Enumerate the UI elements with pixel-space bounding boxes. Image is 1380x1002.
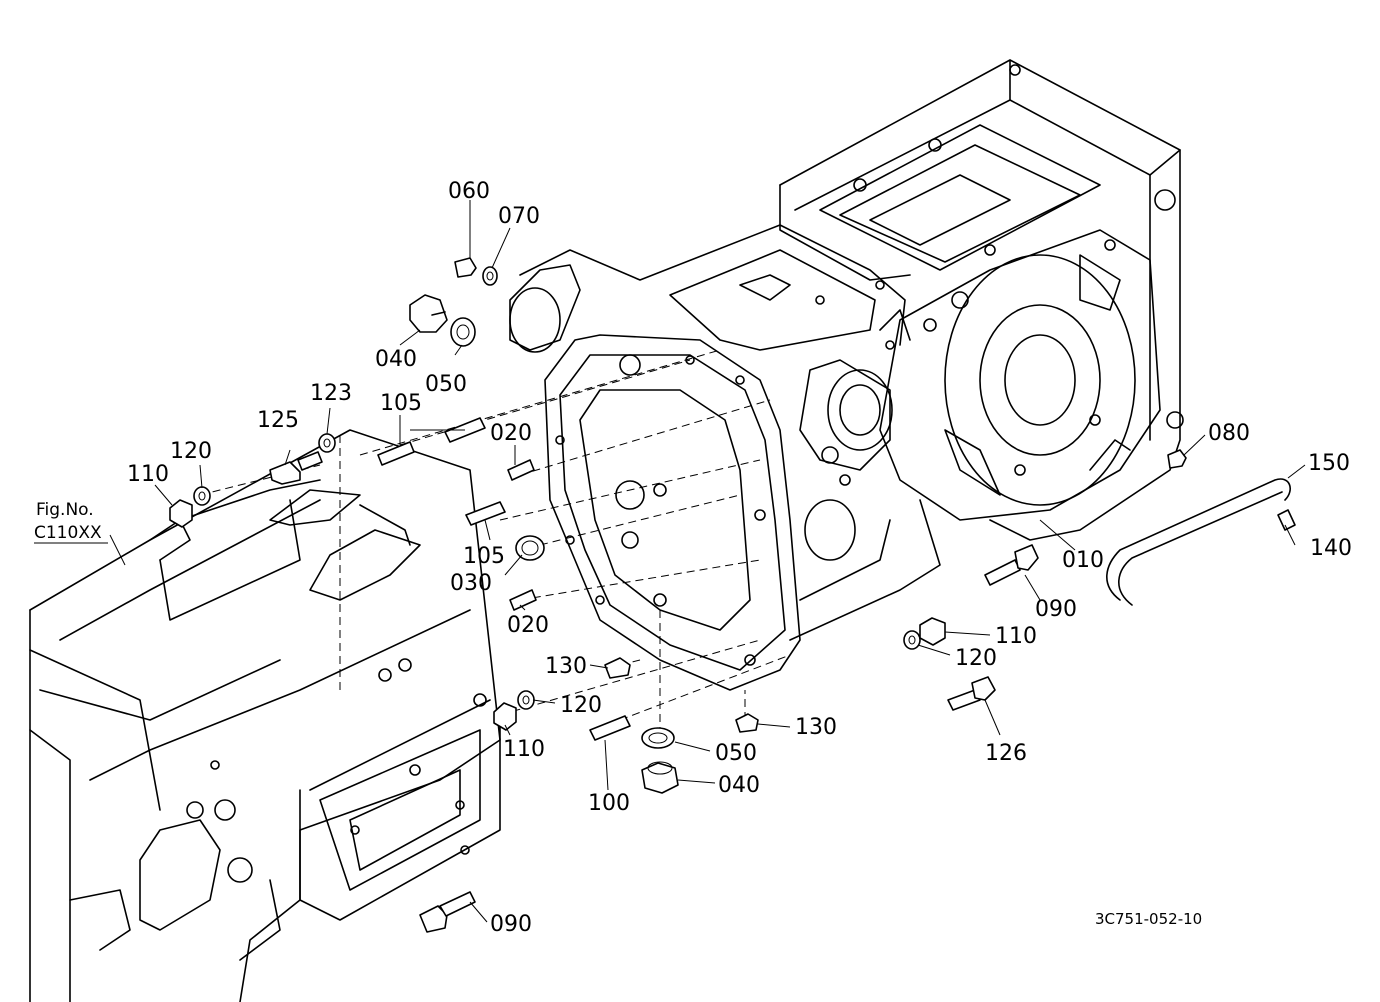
callout-050-top: 050 <box>425 372 467 397</box>
callout-020-bottom: 020 <box>507 613 549 638</box>
callout-140: 140 <box>1310 536 1352 561</box>
callout-125: 125 <box>257 408 299 433</box>
callout-110-right: 110 <box>995 624 1037 649</box>
transmission-case-010 <box>509 59 1184 691</box>
leader-lines <box>109 200 1306 923</box>
callout-120-right: 120 <box>955 646 997 671</box>
callout-090-right: 090 <box>1035 597 1077 622</box>
callout-130-left: 130 <box>545 654 587 679</box>
callout-040-top: 040 <box>375 347 417 372</box>
callout-050-bottom: 050 <box>715 741 757 766</box>
callout-100: 100 <box>588 791 630 816</box>
callout-060: 060 <box>448 179 490 204</box>
callout-010: 010 <box>1062 548 1104 573</box>
callout-070: 070 <box>498 204 540 229</box>
callout-105-mid: 105 <box>463 544 505 569</box>
callout-110-left: 110 <box>127 462 169 487</box>
figure-reference: Fig.No. C110XX <box>34 500 108 544</box>
callout-040-bottom: 040 <box>718 773 760 798</box>
callout-020-top: 020 <box>490 421 532 446</box>
callout-105-top: 105 <box>380 391 422 416</box>
callout-120-left: 120 <box>170 439 212 464</box>
small-parts <box>169 257 1296 933</box>
adjacent-housing-outline <box>29 429 501 1002</box>
callout-120-lower: 120 <box>560 693 602 718</box>
figure-reference-line2: C110XX <box>34 523 102 543</box>
callout-150: 150 <box>1308 451 1350 476</box>
callout-123: 123 <box>310 381 352 406</box>
drawing-number: 3C751-052-10 <box>1095 910 1202 928</box>
figure-reference-line1: Fig.No. <box>36 500 94 520</box>
callout-080: 080 <box>1208 421 1250 446</box>
callout-090-bottom: 090 <box>490 912 532 937</box>
callout-126: 126 <box>985 741 1027 766</box>
callout-130-right: 130 <box>795 715 837 740</box>
callout-030: 030 <box>450 571 492 596</box>
callout-110-lower: 110 <box>503 737 545 762</box>
callout-labels: 060 070 040 050 123 125 105 020 120 110 … <box>127 179 1352 937</box>
